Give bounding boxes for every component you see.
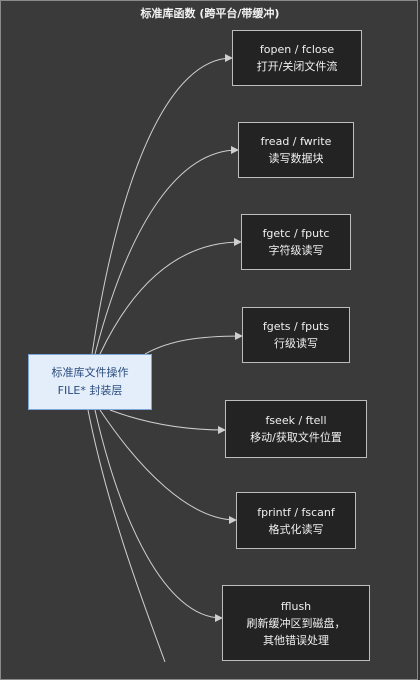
node-fgetc-fputc-desc: 字符级读写 <box>268 244 324 257</box>
node-fgets-fputs-title: fgets / fputs <box>262 320 330 333</box>
node-fflush-title: fflush <box>280 599 312 613</box>
node-fflush: fflush 刷新缓冲区到磁盘， 其他错误处理 <box>222 585 370 661</box>
edge-to-fgets <box>144 332 243 355</box>
node-fseek-ftell-title: fseek / ftell <box>265 414 327 427</box>
source-node-stdio: 标准库文件操作 FILE* 封装层 <box>28 354 152 410</box>
node-fseek-ftell: fseek / ftell 移动/获取文件位置 <box>225 400 367 458</box>
node-fgets-fputs: fgets / fputs 行级读写 <box>242 307 350 363</box>
diagram-title: 标准库函数 (跨平台/带缓冲) <box>140 7 280 20</box>
edge-to-fread <box>94 146 239 355</box>
node-fread-fwrite-title: fread / fwrite <box>260 135 332 148</box>
node-fflush-desc: 刷新缓冲区到磁盘， <box>246 616 346 630</box>
edge-offscreen <box>87 409 166 662</box>
source-node-line1: 标准库文件操作 <box>51 366 129 379</box>
node-fopen-fclose: fopen / fclose 打开/关闭文件流 <box>232 30 362 86</box>
node-fgets-fputs-desc: 行级读写 <box>274 337 318 350</box>
edge-to-fgetc <box>99 238 242 355</box>
edge-to-fflush <box>94 409 223 622</box>
edge-layer <box>87 54 243 662</box>
edge-to-fopen <box>91 54 233 355</box>
edge-to-fseek <box>109 409 226 434</box>
edge-to-fprintf <box>99 409 237 524</box>
node-fprintf-fscanf: fprintf / fscanf 格式化读写 <box>236 492 356 549</box>
node-fseek-ftell-desc: 移动/获取文件位置 <box>250 431 342 444</box>
node-fprintf-fscanf-title: fprintf / fscanf <box>257 505 335 519</box>
node-fopen-fclose-title: fopen / fclose <box>259 43 335 56</box>
node-fgetc-fputc-title: fgetc / fputc <box>262 227 330 240</box>
source-node-line2: FILE* 封装层 <box>57 384 123 397</box>
node-fread-fwrite: fread / fwrite 读写数据块 <box>238 122 354 178</box>
node-fflush-desc-2: 其他错误处理 <box>263 633 329 647</box>
node-fprintf-fscanf-desc: 格式化读写 <box>268 522 324 536</box>
node-fopen-fclose-desc: 打开/关闭文件流 <box>256 60 338 73</box>
node-fread-fwrite-desc: 读写数据块 <box>268 152 324 165</box>
node-fgetc-fputc: fgetc / fputc 字符级读写 <box>241 214 351 270</box>
